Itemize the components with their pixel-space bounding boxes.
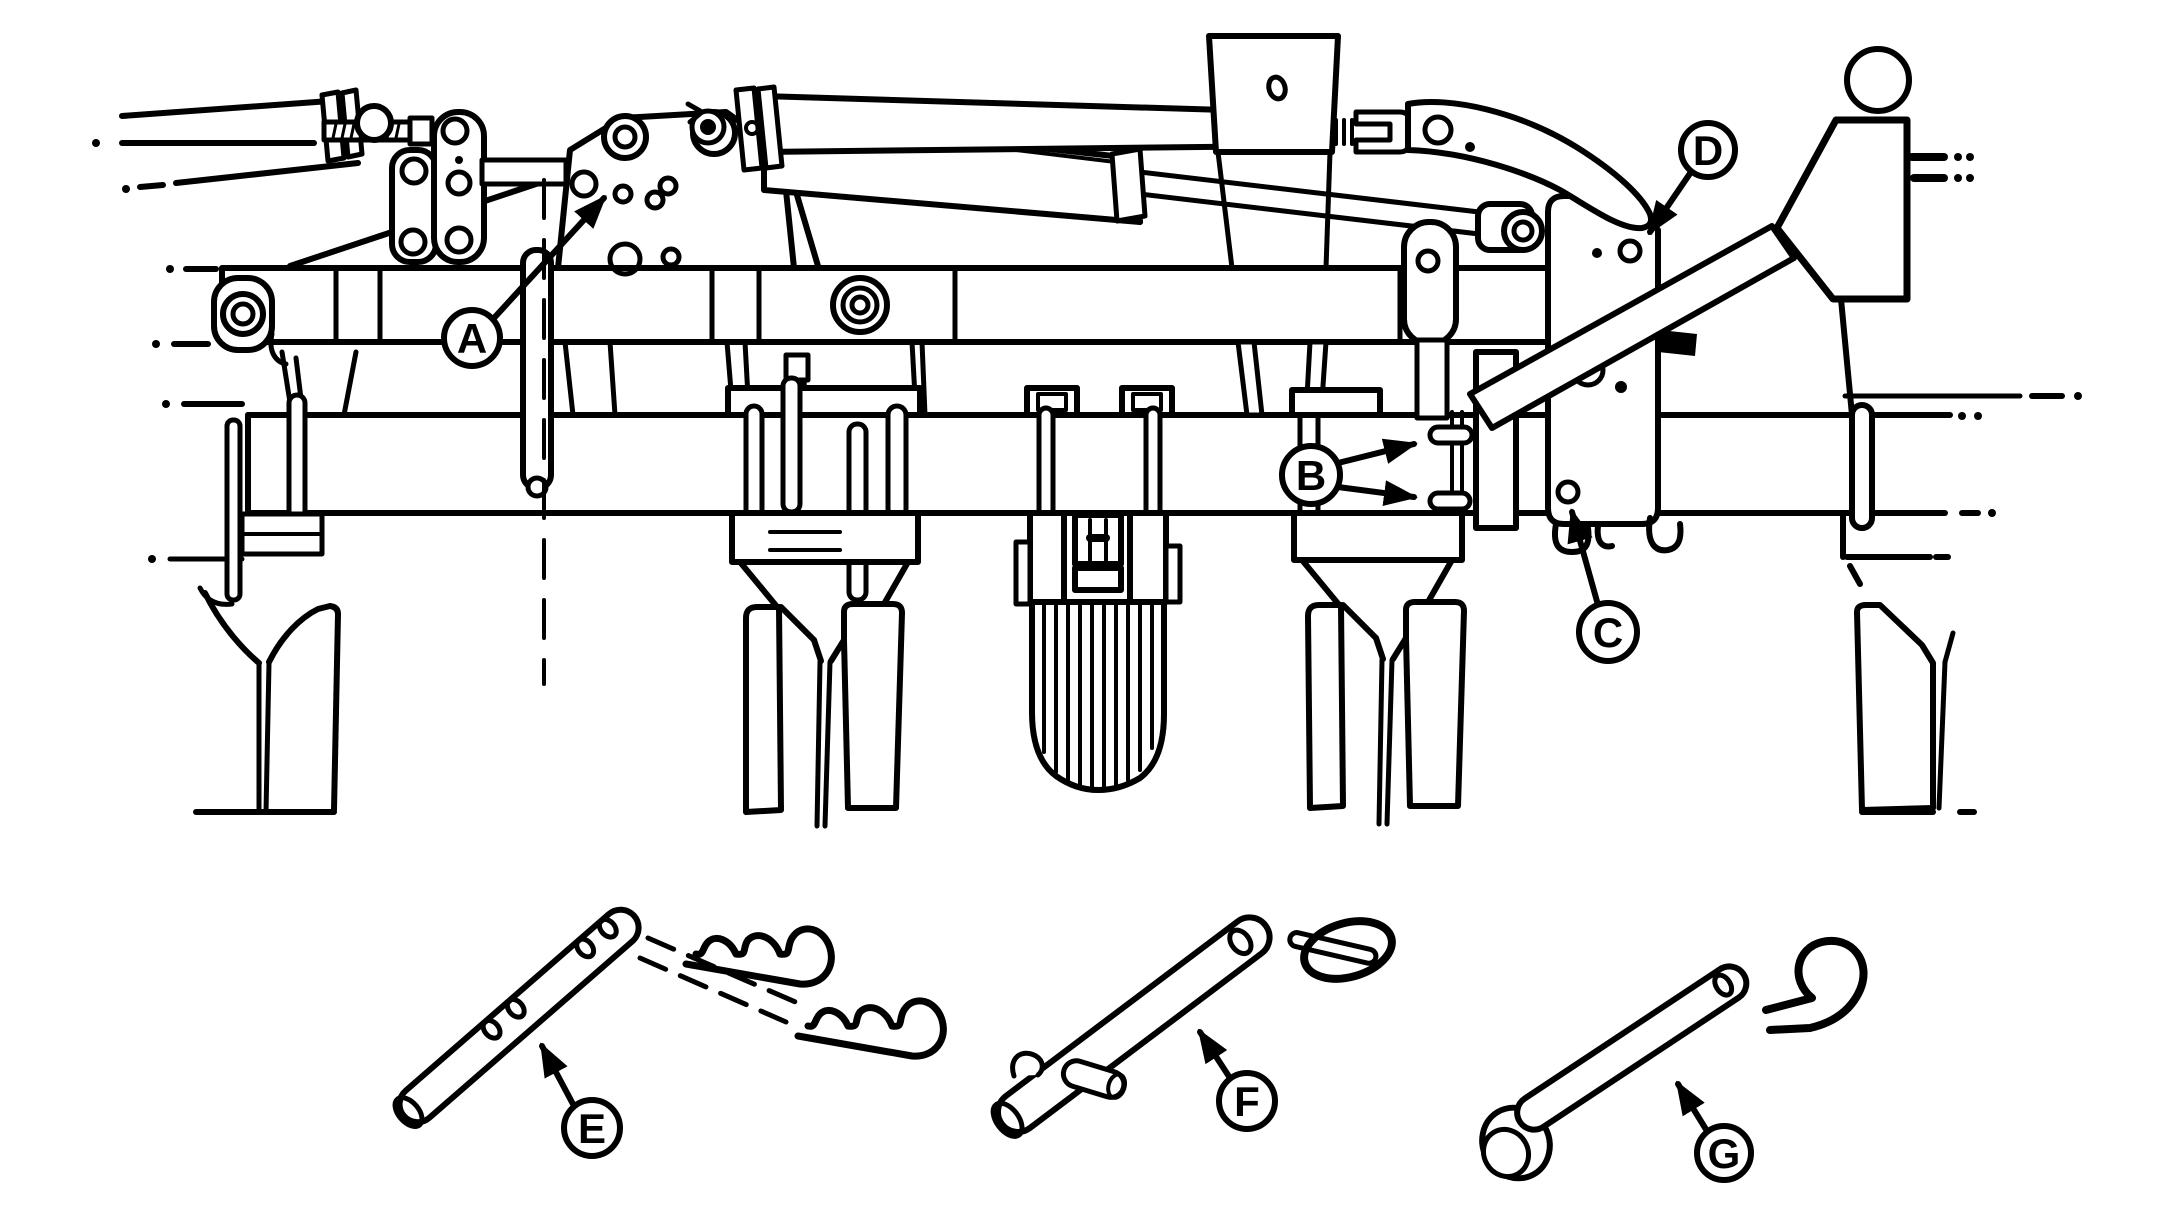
callout-e-label: E [578, 1105, 606, 1152]
detail-hairpin-g [1762, 936, 1868, 1034]
callout-c: C [1567, 508, 1640, 664]
callout-c-arrow [1567, 508, 1601, 608]
callout-d-circle [1678, 120, 1738, 180]
toolbar-tube-end [211, 275, 275, 353]
shank-assembly-1 [193, 392, 341, 815]
lower-link [1401, 219, 1459, 421]
hole-d [1617, 238, 1643, 264]
callout-b-circle [1279, 443, 1343, 507]
detail-pin-g [1479, 963, 1750, 1182]
link-bar [479, 157, 569, 187]
detail-pin-e [392, 906, 803, 1129]
callout-g-circle [1694, 1123, 1754, 1183]
pin-handle [1060, 1058, 1128, 1100]
callout-f-label: F [1234, 1078, 1260, 1125]
pivot-ball [354, 103, 394, 143]
latch-pin-upper [1427, 424, 1475, 446]
callout-a-label: A [457, 315, 487, 362]
callout-a-arrow [491, 195, 607, 321]
front-toolbar [152, 265, 1563, 353]
callout-c-circle [1576, 600, 1640, 664]
callout-f-arrow [1197, 1028, 1233, 1081]
shank-assembly-5 [1840, 402, 1977, 815]
callout-a-circle [441, 307, 503, 369]
callout-d-label: D [1693, 127, 1723, 174]
detail-pin-f [990, 914, 1273, 1139]
mount-bracket [1206, 33, 1341, 418]
spring-tine [224, 417, 243, 603]
hole-a [612, 183, 634, 205]
callout-c-label: C [1593, 609, 1623, 656]
callout-e-arrow [539, 1042, 577, 1109]
rolling-cone-unit [1013, 385, 1183, 793]
callout-e-circle [561, 1097, 623, 1159]
anchor-plates [389, 109, 569, 265]
callout-d-arrow [1647, 169, 1694, 236]
shank-assembly-4 [1289, 387, 1467, 827]
callout-g-label: G [1708, 1130, 1741, 1177]
callout-e: E [539, 1042, 623, 1159]
callout-b-label: B [1296, 452, 1326, 499]
hitch-linkage [92, 87, 435, 193]
callout-f-circle [1216, 1070, 1278, 1132]
pivot-bushing [1501, 209, 1545, 253]
shank-assembly-2 [725, 375, 923, 829]
hole-c [1555, 479, 1581, 505]
callout-b: B [1279, 438, 1418, 507]
center-adjust-link [520, 247, 554, 499]
lift-bracket [1467, 46, 1974, 431]
diagonal-brace [1467, 223, 1797, 431]
callout-f: F [1197, 1028, 1278, 1132]
hose-link [1109, 146, 1148, 224]
callout-d: D [1647, 120, 1738, 236]
callout-a: A [441, 195, 607, 369]
callout-b-arrow-upper [1335, 438, 1418, 466]
detail-klik-pin [1287, 917, 1396, 983]
link-clevis [1353, 109, 1415, 155]
callout-g-arrow [1675, 1080, 1710, 1134]
latch-pin-lower [1427, 490, 1473, 512]
callout-g: G [1675, 1080, 1754, 1183]
callout-b-arrow-lower [1335, 480, 1418, 506]
